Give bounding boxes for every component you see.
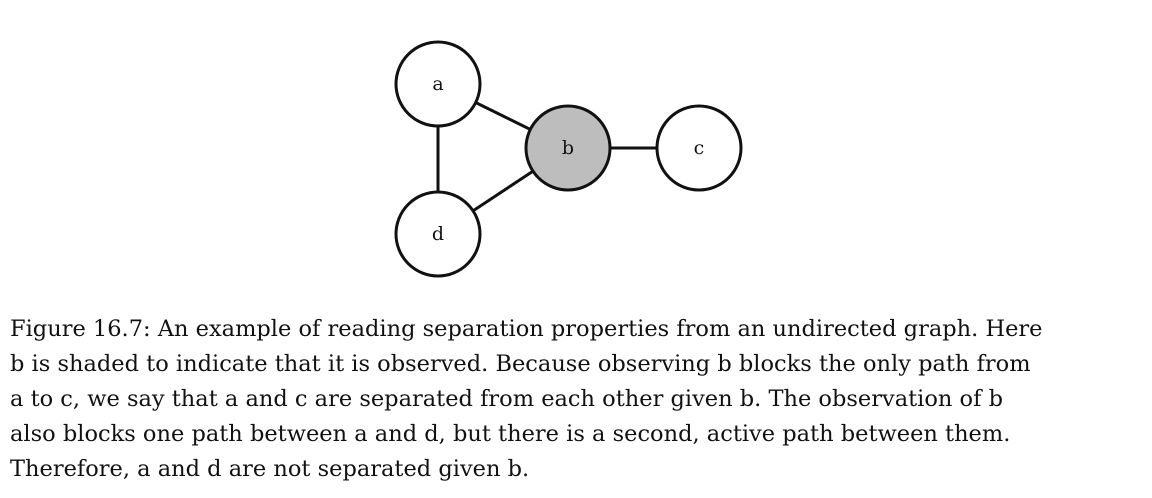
caption-line-3: a to c, we say that a and c are separate… [10,386,1003,412]
caption-line-2: b is shaded to indicate that it is obser… [10,351,1031,377]
figure-caption: Figure 16.7: An example of reading separ… [10,312,1144,487]
node-c-circle [655,104,743,192]
node-c: c [655,104,743,192]
node-b: b [524,104,612,192]
nodes-layer: a b c d [394,40,743,278]
graph-diagram: a b c d [394,40,743,278]
caption-line-4: also blocks one path between a and d, bu… [10,421,1011,447]
node-a-label: a [432,73,443,95]
node-d-label: d [432,223,444,245]
node-d-circle [394,190,482,278]
caption-line-1: Figure 16.7: An example of reading separ… [10,316,1043,342]
node-b-circle [524,104,612,192]
node-a: a [394,40,482,128]
caption-line-5: Therefore, a and d are not separated giv… [10,456,530,482]
node-d: d [394,190,482,278]
node-a-circle [394,40,482,128]
node-c-label: c [694,137,705,159]
node-b-label: b [562,137,574,159]
